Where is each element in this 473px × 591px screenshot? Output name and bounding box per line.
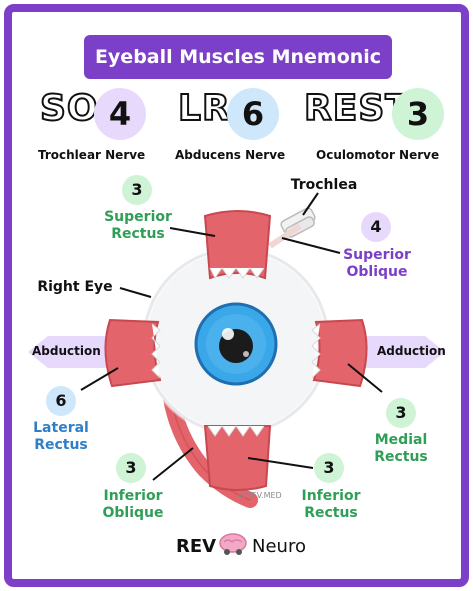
footer-brand-rev: REV	[176, 536, 217, 557]
lateral-rectus-muscle	[104, 318, 162, 388]
medial-rectus-line1: Medial	[374, 432, 428, 448]
pointer-lines	[80, 192, 383, 481]
inferior-oblique-line2: Oblique	[102, 505, 164, 521]
mnemonic-code-lr: LR	[177, 87, 231, 130]
abduction-arrow-shape	[28, 336, 110, 368]
inferior-rectus-number: 3	[314, 453, 344, 483]
superior-rectus-line2: Rectus	[111, 226, 165, 242]
lateral-rectus-number: 6	[46, 386, 76, 416]
adduction-arrow-shape	[365, 336, 445, 368]
mnemonic-nerve-lr: Abducens Nerve	[175, 148, 286, 162]
lateral-rectus-label: Lateral Rectus	[24, 420, 98, 454]
inferior-oblique-label: Inferior Oblique	[92, 488, 174, 522]
trochlea-label: Trochlea	[290, 177, 358, 193]
medial-rectus-number: 3	[386, 398, 416, 428]
mnemonic-code-so: SO	[39, 87, 99, 130]
mnemonic-number-rest: 3	[392, 88, 444, 140]
page-title: Eyeball Muscles Mnemonic	[94, 46, 382, 68]
medial-rectus-muscle	[312, 318, 368, 388]
lateral-rectus-line1: Lateral	[33, 420, 89, 436]
abduction-label: Abduction	[32, 344, 101, 358]
mnemonic-nerve-rest: Oculomotor Nerve	[316, 148, 440, 162]
superior-oblique-line1: Superior	[343, 247, 411, 263]
superior-rectus-label: Superior Rectus	[96, 209, 180, 243]
superior-oblique-line2: Oblique	[346, 264, 408, 280]
right-eye-label: Right Eye	[37, 279, 113, 295]
watermark: @REV.MED	[238, 491, 282, 500]
lateral-rectus-line2: Rectus	[34, 437, 88, 453]
superior-oblique-label: Superior Oblique	[336, 247, 418, 281]
inferior-rectus-line1: Inferior	[301, 488, 361, 504]
inferior-rectus-muscle	[203, 425, 272, 491]
inferior-rectus-label: Inferior Rectus	[290, 488, 372, 522]
inferior-oblique-number: 3	[116, 453, 146, 483]
footer-brand-neuro: Neuro	[252, 536, 306, 557]
inferior-rectus-line2: Rectus	[304, 505, 358, 521]
inferior-oblique-line1: Inferior	[103, 488, 163, 504]
mnemonic-nerve-so: Trochlear Nerve	[38, 148, 146, 162]
frame-border	[4, 4, 469, 587]
adduction-label: Adduction	[377, 344, 446, 358]
brain-logo-icon	[218, 530, 248, 556]
superior-oblique-tendon	[268, 223, 302, 249]
mnemonic-number-lr: 6	[227, 88, 279, 140]
superior-rectus-muscle	[203, 210, 272, 280]
medial-rectus-label: Medial Rectus	[366, 432, 436, 466]
superior-oblique-number: 4	[361, 212, 391, 242]
mnemonic-number-so: 4	[94, 88, 146, 140]
superior-rectus-line1: Superior	[104, 209, 172, 225]
medial-rectus-line2: Rectus	[374, 449, 428, 465]
superior-rectus-number: 3	[122, 175, 152, 205]
title-banner	[84, 35, 392, 79]
